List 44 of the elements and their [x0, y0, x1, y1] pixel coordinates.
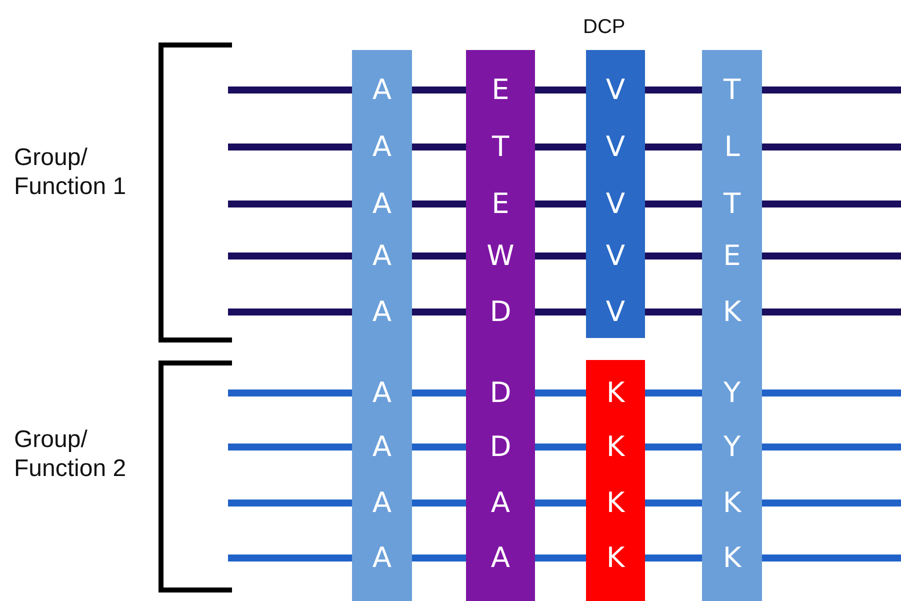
residue-letter: D: [488, 377, 512, 409]
residue-letter: V: [604, 131, 626, 163]
residue-letter: A: [490, 487, 512, 519]
residue-letter: A: [371, 240, 393, 272]
residue-letter: A: [490, 542, 512, 574]
residue-letter: K: [605, 542, 626, 574]
residue-letter: K: [722, 296, 743, 328]
residue-letter: T: [490, 131, 510, 163]
group-label: Group/ Function 2: [14, 425, 128, 483]
residue-letter: A: [371, 487, 393, 519]
residue-letter: A: [371, 74, 393, 106]
residue-letter: L: [723, 131, 741, 163]
residue-letter: W: [486, 240, 516, 272]
residue-letter: A: [371, 542, 393, 574]
group-label: Group/ Function 1: [14, 143, 128, 201]
residue-letter: V: [604, 188, 626, 220]
column-label: DCP: [583, 16, 626, 39]
residue-letter: T: [722, 74, 742, 106]
residue-letter: A: [371, 377, 393, 409]
alignment-column: [586, 50, 645, 338]
residue-letter: K: [722, 542, 743, 574]
alignment-column: [352, 50, 412, 601]
residue-letter: V: [604, 296, 626, 328]
residue-letter: A: [371, 131, 393, 163]
residue-letter: E: [490, 188, 510, 220]
residue-letter: A: [371, 431, 393, 463]
residue-letter: K: [605, 487, 626, 519]
residue-letter: D: [488, 431, 512, 463]
residue-letter: E: [722, 240, 742, 272]
residue-letter: K: [605, 431, 626, 463]
residue-letter: A: [371, 188, 393, 220]
alignment-column: [586, 360, 645, 601]
residue-letter: K: [722, 487, 743, 519]
alignment-column: [466, 50, 535, 601]
residue-letter: Y: [722, 431, 742, 463]
residue-letter: V: [604, 74, 626, 106]
residue-letter: Y: [722, 377, 742, 409]
residue-letter: D: [488, 296, 512, 328]
residue-letter: V: [604, 240, 626, 272]
residue-letter: A: [371, 296, 393, 328]
alignment-column: [702, 50, 762, 601]
residue-letter: E: [490, 74, 510, 106]
residue-letter: T: [722, 188, 742, 220]
residue-letter: K: [605, 377, 626, 409]
